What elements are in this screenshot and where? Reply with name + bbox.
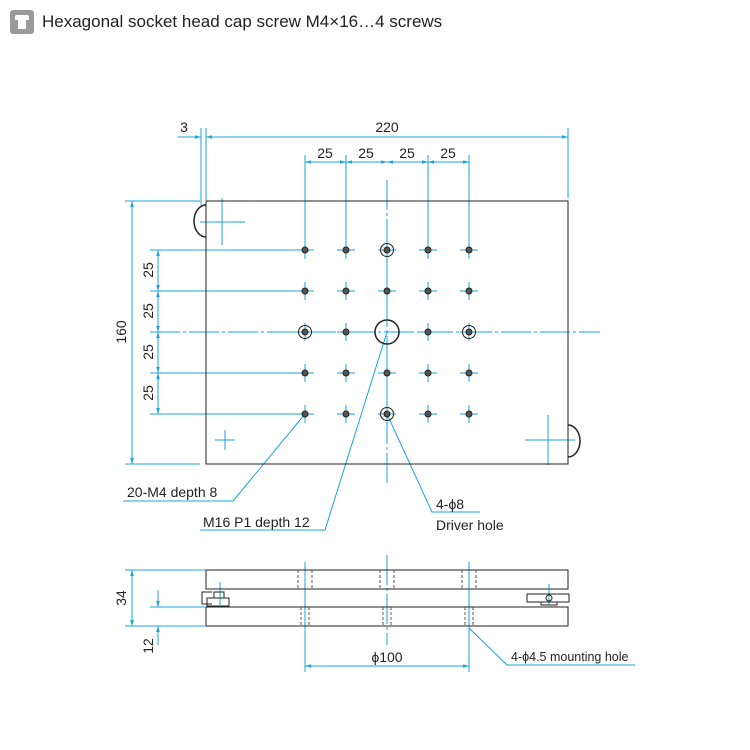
tapped-hole xyxy=(419,405,437,423)
tapped-hole xyxy=(460,405,478,423)
tapped-hole xyxy=(460,282,478,300)
dim-side-total: 34 xyxy=(113,590,129,606)
dim-pitch-y: 25 xyxy=(140,303,156,319)
dim-pitch-x: 25 xyxy=(399,145,415,161)
tapped-hole xyxy=(378,364,396,382)
tapped-hole xyxy=(419,364,437,382)
dim-pitch-x: 25 xyxy=(358,145,374,161)
tapped-hole xyxy=(337,364,355,382)
callout-driver-hole-label: Driver hole xyxy=(436,517,504,533)
dim-pitch-y: 25 xyxy=(140,344,156,360)
dim-height: 160 xyxy=(113,320,129,344)
tapped-hole xyxy=(378,282,396,300)
dim-pitch-y: 25 xyxy=(140,385,156,401)
callout-driver-hole: 4-ϕ8 xyxy=(436,496,464,512)
tapped-hole xyxy=(337,241,355,259)
driver-hole xyxy=(460,323,478,341)
dim-pitch-x: 25 xyxy=(317,145,333,161)
callout-tapped-holes: 20-M4 depth 8 xyxy=(127,484,217,500)
dim-offset: 3 xyxy=(180,119,188,135)
driver-hole xyxy=(378,405,396,423)
tapped-hole xyxy=(337,282,355,300)
dim-pcd: ϕ100 xyxy=(371,649,402,665)
title: Hexagonal socket head cap screw M4×16…4 … xyxy=(42,12,443,31)
tapped-hole xyxy=(337,323,355,341)
tapped-hole xyxy=(419,323,437,341)
tapped-hole xyxy=(337,405,355,423)
title-bar: Hexagonal socket head cap screw M4×16…4 … xyxy=(10,10,442,34)
callout-mounting-hole: 4-ϕ4.5 mounting hole xyxy=(511,650,629,664)
tapped-hole xyxy=(296,282,314,300)
tapped-hole xyxy=(419,282,437,300)
tapped-hole xyxy=(460,241,478,259)
callout-center-hole: M16 P1 depth 12 xyxy=(203,514,310,530)
dim-pitch-y: 25 xyxy=(140,262,156,278)
dimension-lines xyxy=(123,128,635,672)
tapped-hole xyxy=(296,364,314,382)
dim-side-plate: 12 xyxy=(140,638,156,654)
screw-icon xyxy=(10,10,34,34)
tapped-hole xyxy=(296,405,314,423)
driver-hole xyxy=(378,241,396,259)
driver-hole xyxy=(296,323,314,341)
tapped-hole xyxy=(296,241,314,259)
tapped-hole xyxy=(419,241,437,259)
tapped-hole xyxy=(460,364,478,382)
dim-pitch-x: 25 xyxy=(440,145,456,161)
part-outline xyxy=(193,200,581,627)
dim-width: 220 xyxy=(375,119,399,135)
